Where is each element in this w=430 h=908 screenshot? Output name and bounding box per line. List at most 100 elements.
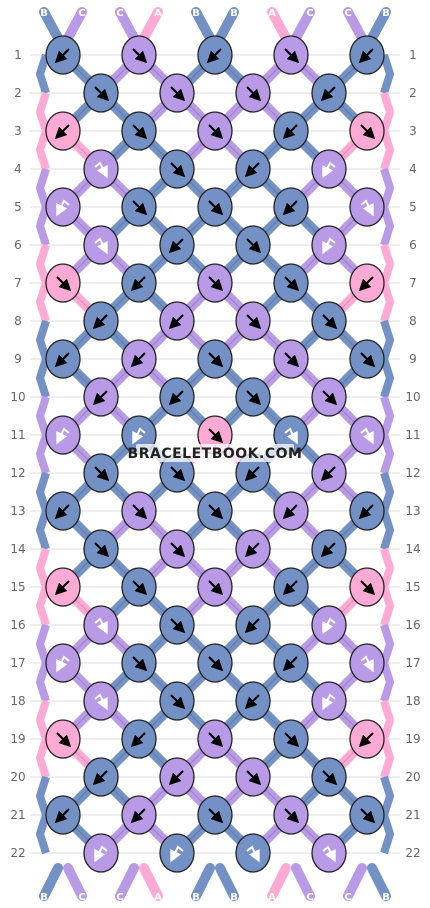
knot-arrow-icon <box>244 542 260 558</box>
row-label-right: 16 <box>405 618 420 632</box>
edge-strand-segment <box>36 53 50 95</box>
knot <box>273 643 309 683</box>
knot-arrow-icon <box>92 390 108 406</box>
row-label-left: 13 <box>10 504 25 518</box>
knot <box>83 757 119 797</box>
knot-arrow-icon <box>358 276 374 292</box>
edge-strand-segment <box>36 395 50 437</box>
knot <box>83 833 119 873</box>
top-strand-stub <box>367 7 391 43</box>
knot-arrow-icon <box>56 276 72 292</box>
knot-arrow-icon <box>244 694 260 710</box>
row-label-right: 5 <box>409 200 417 214</box>
knot <box>235 301 271 341</box>
knot <box>273 263 309 303</box>
knot-hook-arrow-icon <box>322 617 336 635</box>
row-label-left: 10 <box>10 390 25 404</box>
knot-arrow-icon <box>170 86 186 102</box>
knot <box>159 301 195 341</box>
row-label-left: 18 <box>10 694 25 708</box>
row-label-left: 9 <box>14 352 22 366</box>
knot <box>273 35 309 75</box>
knot-arrow-icon <box>130 808 146 824</box>
edge-strand-segment <box>380 357 394 399</box>
top-strand-label: B <box>192 8 200 19</box>
knot <box>311 149 347 189</box>
edge-strand-segment <box>380 433 394 475</box>
edge-strand-segment <box>380 205 394 247</box>
edge-strand-segment <box>36 699 50 741</box>
edge-strand-segment <box>380 129 394 171</box>
knot <box>311 757 347 797</box>
knot <box>197 643 233 683</box>
knot <box>45 719 81 759</box>
edge-strand-segment <box>36 547 50 589</box>
row-label-right: 11 <box>405 428 420 442</box>
row-label-right: 2 <box>409 86 417 100</box>
knot <box>159 833 195 873</box>
knot-hook-arrow-icon <box>132 427 146 445</box>
row-label-left: 2 <box>14 86 22 100</box>
knot <box>235 833 271 873</box>
knot <box>197 263 233 303</box>
knot <box>159 149 195 189</box>
knot <box>349 187 385 227</box>
knot <box>83 377 119 417</box>
edge-strand-segment <box>380 509 394 551</box>
knot <box>45 643 81 683</box>
knot-arrow-icon <box>132 656 148 672</box>
knot-oval <box>83 833 119 873</box>
row-label-right: 19 <box>405 732 420 746</box>
knot <box>311 833 347 873</box>
edge-strand-segment <box>36 661 50 703</box>
top-strand-stub <box>267 7 291 43</box>
row-label-right: 12 <box>405 466 420 480</box>
knot-oval <box>45 415 81 455</box>
knot-arrow-icon <box>322 390 338 406</box>
top-strand-label: B <box>40 8 48 19</box>
edge-strand-segment <box>380 661 394 703</box>
top-strand-label: B <box>382 8 390 19</box>
row-label-left: 8 <box>14 314 22 328</box>
knot-arrow-icon <box>170 694 186 710</box>
row-label-right: 21 <box>405 808 420 822</box>
top-strand-stub <box>291 7 315 43</box>
knot-hook-arrow-icon <box>94 845 108 863</box>
knot-hook-arrow-icon <box>56 427 70 445</box>
knot <box>45 491 81 531</box>
knot <box>235 681 271 721</box>
knot-arrow-icon <box>168 314 184 330</box>
bottom-strand-stub <box>115 863 139 901</box>
row-label-right: 14 <box>405 542 420 556</box>
knot-arrow-icon <box>132 124 148 140</box>
knot-oval <box>45 187 81 227</box>
knot <box>235 149 271 189</box>
edge-strand-segment <box>380 547 394 589</box>
knot-oval <box>83 681 119 721</box>
knot <box>349 263 385 303</box>
knot-arrow-icon <box>92 770 108 786</box>
knot <box>349 795 385 835</box>
edge-strand-segment <box>380 623 394 665</box>
knot <box>349 339 385 379</box>
knot-arrow-icon <box>320 466 336 482</box>
knot-arrow-icon <box>170 542 186 558</box>
knot <box>83 605 119 645</box>
knot <box>159 757 195 797</box>
knot <box>235 757 271 797</box>
row-label-right: 22 <box>405 846 420 860</box>
edge-strand-segment <box>380 585 394 627</box>
knot-oval <box>349 643 385 683</box>
knot <box>83 301 119 341</box>
knot-oval <box>83 225 119 265</box>
knot <box>273 111 309 151</box>
knot <box>83 529 119 569</box>
knot-arrow-icon <box>130 276 146 292</box>
knot <box>349 719 385 759</box>
knot <box>45 415 81 455</box>
knot-arrow-icon <box>132 200 148 216</box>
knot <box>349 111 385 151</box>
knot-hook-arrow-icon <box>94 617 108 635</box>
knot <box>83 225 119 265</box>
